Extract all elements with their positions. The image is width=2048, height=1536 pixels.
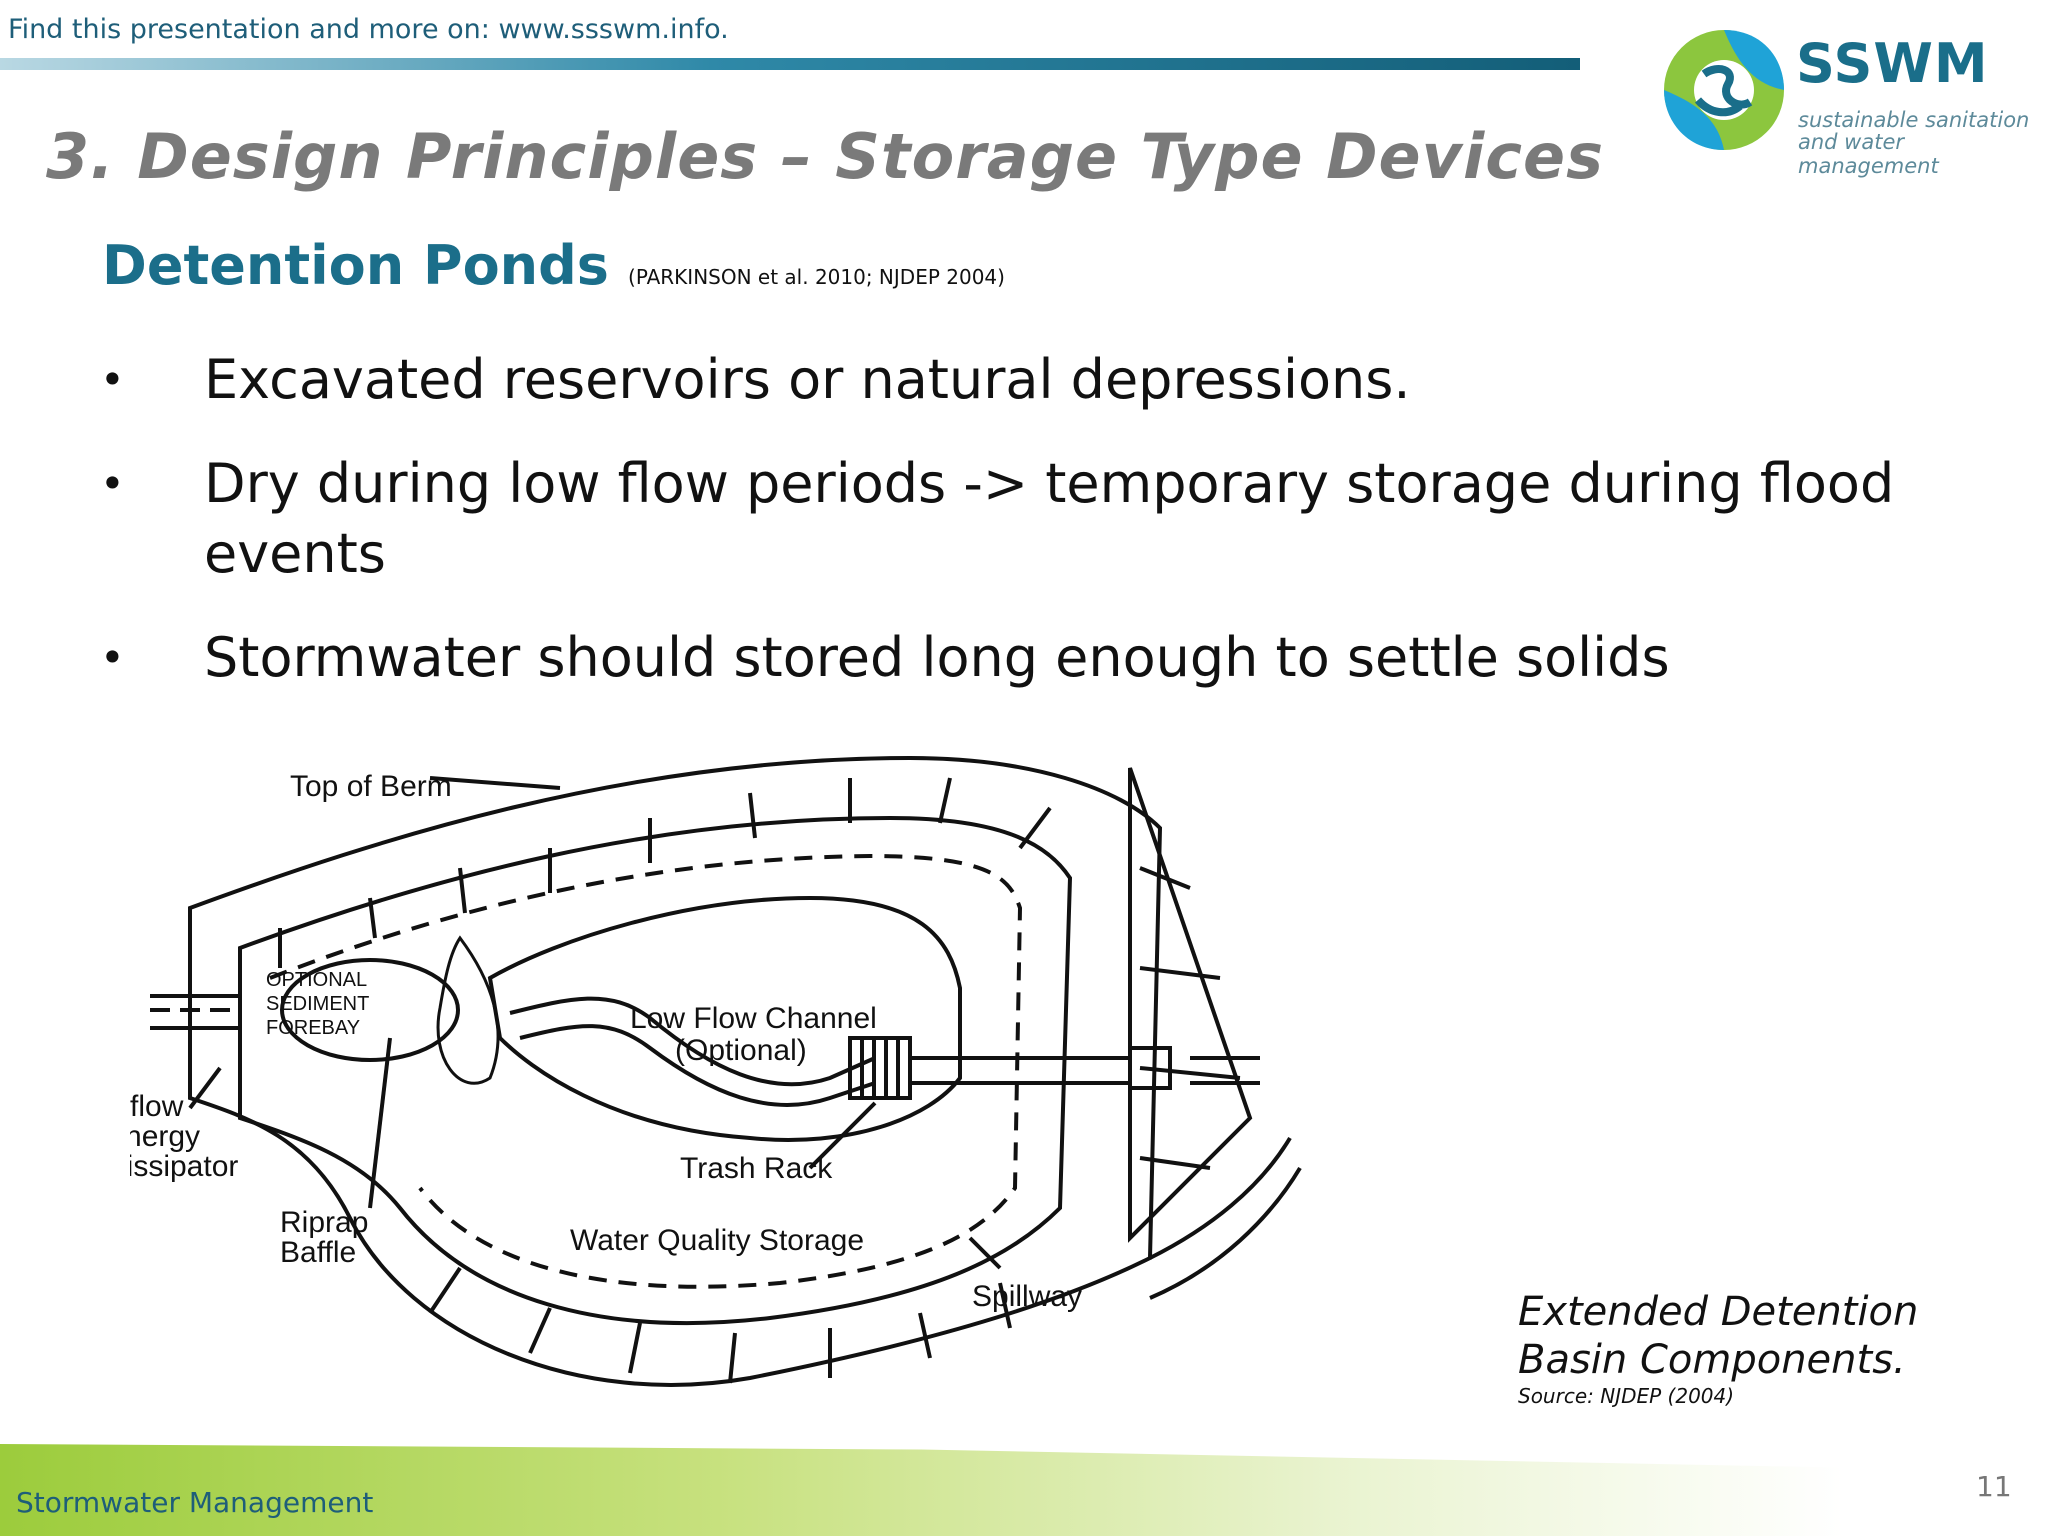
logo-tagline-1: sustainable sanitation: [1798, 108, 2030, 132]
label-top-of-berm: Top of Berm: [290, 770, 452, 803]
label-baffle: Baffle: [280, 1236, 356, 1269]
caption-line-2: Basin Components.: [1518, 1337, 1906, 1383]
bullet-text: Stormwater should stored long enough to …: [204, 626, 1670, 689]
label-trash-rack: Trash Rack: [680, 1152, 833, 1185]
bullet-text: Dry during low flow periods -> temporary…: [204, 452, 1895, 585]
subtitle-reference: (PARKINSON et al. 2010; NJDEP 2004): [628, 265, 1005, 289]
bullet-dot: •: [100, 633, 125, 682]
caption-line-1: Extended Detention: [1518, 1289, 1919, 1335]
detention-basin-diagram: Top of Berm OPTIONAL SEDIMENT FOREBAY In…: [105, 738, 1510, 1398]
label-optional-paren: (Optional): [675, 1034, 807, 1067]
bullet-list: • Excavated reservoirs or natural depres…: [100, 345, 1900, 727]
sswm-logo: SSWM sustainable sanitation and water ma…: [1650, 20, 2048, 178]
label-riprap: Riprap: [280, 1206, 368, 1239]
logo-name: SSWM: [1796, 32, 1989, 95]
bullet-text: Excavated reservoirs or natural depressi…: [204, 348, 1411, 411]
bullet-item: • Stormwater should stored long enough t…: [100, 623, 1900, 693]
label-energy: Energy: [130, 1120, 200, 1153]
bullet-dot: •: [100, 459, 125, 508]
logo-tagline-2: and water management: [1798, 130, 1939, 178]
caption-source: Source: NJDEP (2004): [1518, 1384, 1735, 1408]
source-link-text: Find this presentation and more on: www.…: [8, 14, 729, 45]
label-forebay: FOREBAY: [266, 1017, 360, 1039]
label-dissipator: Dissipator: [130, 1150, 238, 1183]
bullet-item: • Dry during low flow periods -> tempora…: [100, 449, 1900, 589]
slide-title: 3. Design Principles – Storage Type Devi…: [46, 120, 1604, 193]
footer-text: Stormwater Management: [16, 1486, 374, 1519]
header-bar: [0, 58, 1580, 70]
subtitle-main: Detention Ponds: [102, 234, 609, 297]
slide-subtitle: Detention Ponds (PARKINSON et al. 2010; …: [102, 234, 1005, 297]
sswm-logo-icon: [1664, 30, 1784, 150]
bullet-item: • Excavated reservoirs or natural depres…: [100, 345, 1900, 415]
label-low-flow-channel: Low Flow Channel: [630, 1002, 877, 1035]
label-sediment: SEDIMENT: [266, 993, 369, 1015]
label-spillway: Spillway: [972, 1280, 1082, 1313]
label-optional: OPTIONAL: [266, 969, 367, 991]
page-number: 11: [1976, 1470, 2012, 1503]
bullet-dot: •: [100, 355, 125, 404]
label-inflow: Inflow: [130, 1090, 184, 1123]
figure-caption: Extended Detention Basin Components. Sou…: [1518, 1288, 1918, 1408]
detention-basin-svg: Top of Berm OPTIONAL SEDIMENT FOREBAY In…: [105, 755, 1302, 1387]
label-water-quality-storage: Water Quality Storage: [570, 1224, 864, 1257]
